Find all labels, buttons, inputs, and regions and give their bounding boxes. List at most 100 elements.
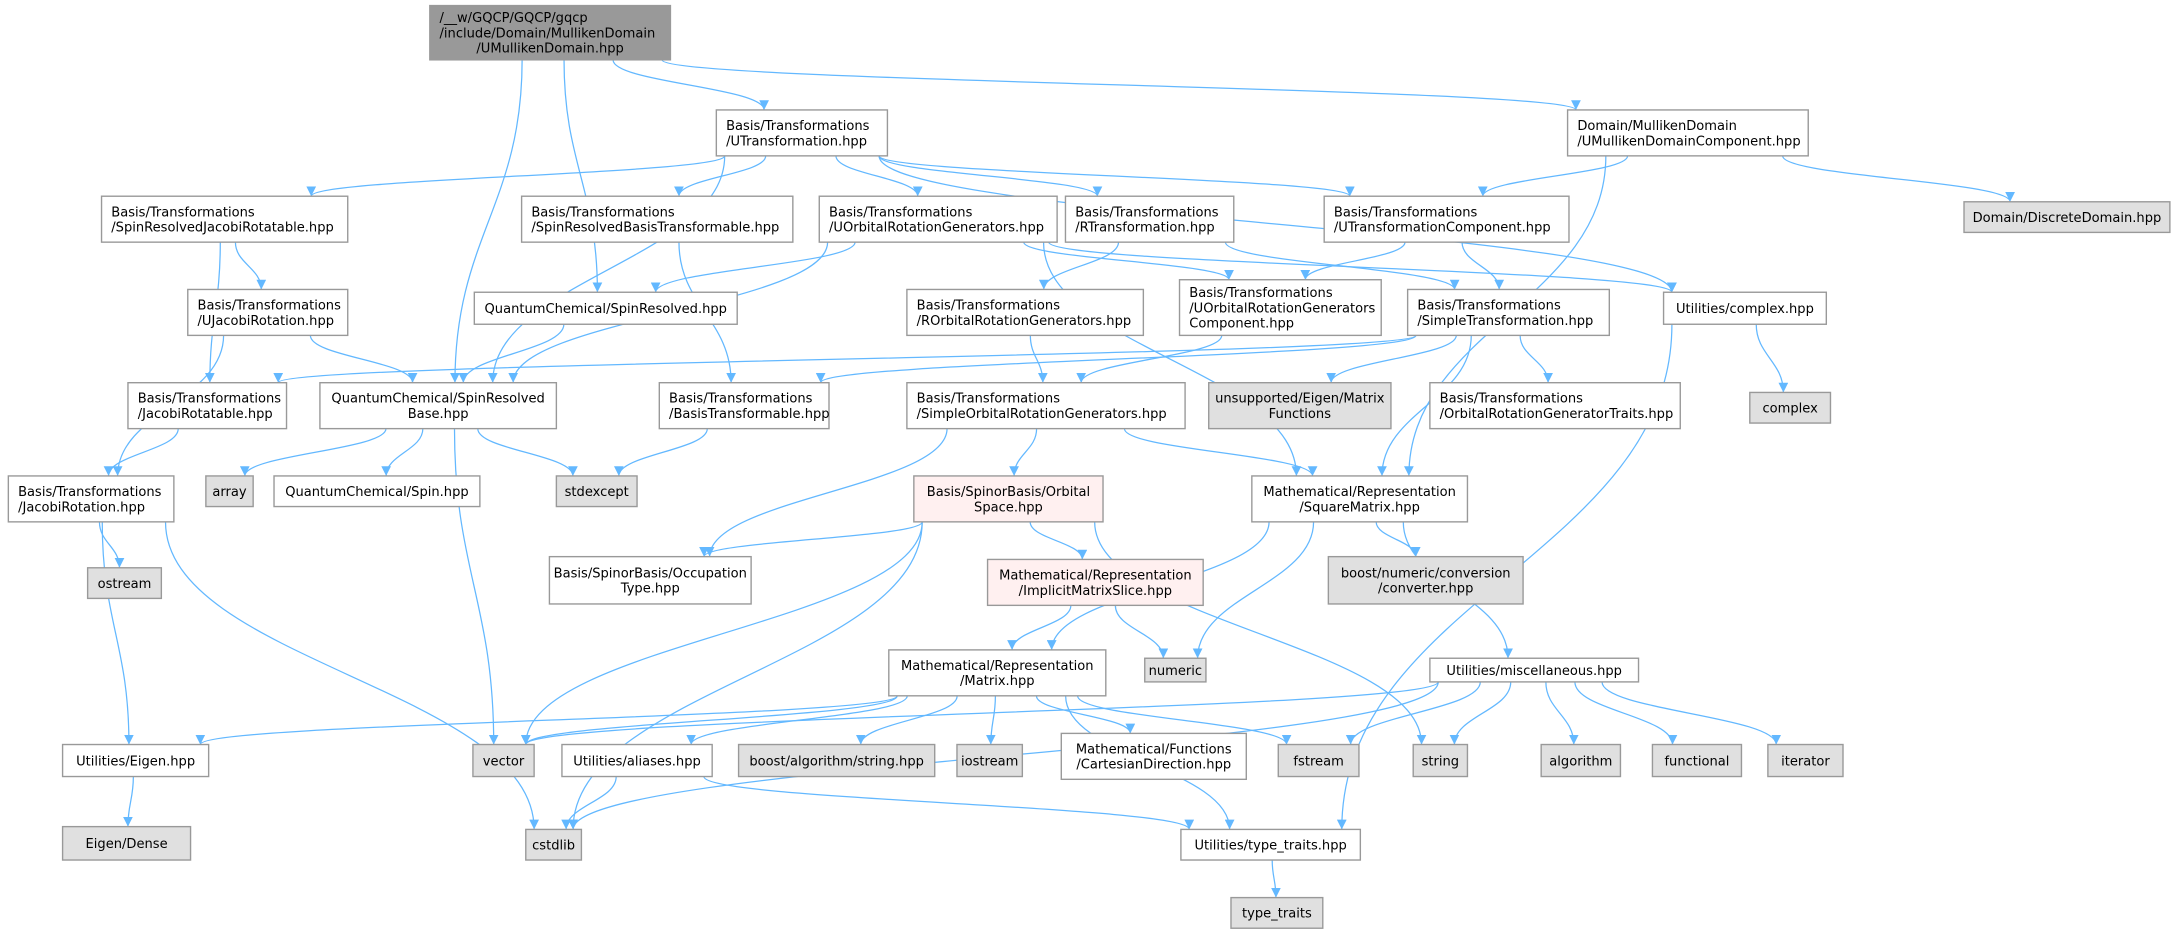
node-label-line: Utilities/miscellaneous.hpp <box>1446 664 1622 679</box>
node-sorg[interactable]: Basis/Transformations/SimpleOrbitalRotat… <box>906 382 1186 430</box>
node-typetraitshpp[interactable]: Utilities/type_traits.hpp <box>1180 828 1362 861</box>
node-rorg[interactable]: Basis/Transformations/ROrbitalRotationGe… <box>906 288 1145 337</box>
node-label-line: Domain/DiscreteDomain.hpp <box>1973 211 2162 226</box>
node-label-line: /CartesianDirection.hpp <box>1076 758 1231 773</box>
node-box <box>913 475 1104 523</box>
edge-utcomp-to-simpletrans <box>1461 242 1505 290</box>
node-box <box>1963 201 2171 234</box>
edge-simpletrans-to-unsupported <box>1326 335 1457 383</box>
edge-uorg-to-complexhpp <box>1048 241 1677 293</box>
node-label-line: Functions <box>1269 407 1332 422</box>
edge-umdcomp-to-discrete <box>1782 155 2015 203</box>
edge-misc-to-algorithm <box>1545 681 1579 745</box>
edge-simpletrans-to-square <box>1377 335 1472 476</box>
node-matrix[interactable]: Mathematical/Representation/Matrix.hpp <box>888 649 1107 697</box>
edge-rorg-to-sorg <box>1029 335 1048 383</box>
edge-misc-to-fstream <box>1345 681 1481 745</box>
node-box <box>1064 195 1235 243</box>
node-label-line: Mathematical/Functions <box>1076 742 1232 757</box>
edge-eigenhpp-to-eigendense <box>123 776 134 827</box>
node-boostalgo: boost/algorithm/string.hpp <box>737 743 936 778</box>
edge-complexhpp-to-complex <box>1755 324 1789 393</box>
node-label-line: vector <box>483 754 525 769</box>
edge-rtrans-to-simpletrans <box>1224 241 1460 290</box>
node-label-line: /__w/GQCP/GQCP/gqcp <box>440 11 588 26</box>
node-box <box>956 743 1024 778</box>
node-box <box>715 109 889 157</box>
node-ostream: ostream <box>86 567 163 600</box>
node-uorgcomp[interactable]: Basis/Transformations/UOrbitalRotationGe… <box>1178 279 1382 337</box>
node-box <box>1323 195 1570 243</box>
edge-root-to-spinres <box>563 59 603 293</box>
node-jacobirot[interactable]: Basis/Transformations/JacobiRotation.hpp <box>7 475 175 523</box>
node-box <box>1178 279 1382 337</box>
node-utcomp[interactable]: Basis/Transformations/UTransformationCom… <box>1323 195 1570 243</box>
edge-uorg-to-square <box>1042 242 1302 476</box>
edge-utrans-to-complexhpp <box>878 155 1677 293</box>
edge-utcomp-to-uorgcomp <box>1300 241 1406 280</box>
edge-square-to-numeric <box>1192 521 1315 659</box>
node-jacobirotatable[interactable]: Basis/Transformations/JacobiRotatable.hp… <box>127 382 288 430</box>
node-stdexcept: stdexcept <box>555 475 638 508</box>
node-box <box>555 475 638 508</box>
node-box <box>61 825 192 861</box>
node-label-line: numeric <box>1149 664 1203 679</box>
node-aliases[interactable]: Utilities/aliases.hpp <box>561 743 713 778</box>
node-uorg[interactable]: Basis/Transformations/UOrbitalRotationGe… <box>818 195 1058 243</box>
node-label-line: /UMullikenDomain.hpp <box>476 42 623 57</box>
node-label-line: ostream <box>98 577 152 592</box>
node-box <box>1060 732 1247 781</box>
edge-rtrans-to-rorg <box>1038 242 1120 290</box>
node-srjr[interactable]: Basis/Transformations/SpinResolvedJacobi… <box>100 195 349 243</box>
node-cartesian[interactable]: Mathematical/Functions/CartesianDirectio… <box>1060 732 1247 781</box>
edge-misc-to-functional <box>1574 681 1678 745</box>
node-label-line: Domain/MullikenDomain <box>1577 119 1737 134</box>
edge-matrix-to-iostream <box>985 695 997 745</box>
node-implicit[interactable]: Mathematical/Representation/ImplicitMatr… <box>986 558 1204 607</box>
edge-matrix-to-boostalgo <box>855 695 958 745</box>
node-rtrans[interactable]: Basis/Transformations/RTransformation.hp… <box>1064 195 1235 243</box>
edge-orbspace-to-implicit <box>1029 521 1088 560</box>
node-ujacobi[interactable]: Basis/Transformations/UJacobiRotation.hp… <box>187 288 349 337</box>
node-complexhpp[interactable]: Utilities/complex.hpp <box>1662 291 1828 325</box>
node-box <box>429 4 672 61</box>
node-box <box>1208 382 1392 430</box>
node-string: string <box>1412 743 1469 778</box>
node-label-line: fstream <box>1293 754 1343 769</box>
node-label-line: /UOrbitalRotationGenerators.hpp <box>829 221 1044 236</box>
edge-simpletrans-to-basistrans <box>816 334 1417 384</box>
node-label-line: Eigen/Dense <box>86 837 168 852</box>
edge-uorg-to-spinres <box>650 241 856 293</box>
node-vector: vector <box>472 743 535 778</box>
node-label-line: functional <box>1664 754 1729 769</box>
edge-uorg-to-uorgcomp <box>1023 241 1234 281</box>
node-label-line: /UTransformationComponent.hpp <box>1334 221 1551 236</box>
node-srbt[interactable]: Basis/Transformations/SpinResolvedBasisT… <box>520 195 794 243</box>
node-discrete: Domain/DiscreteDomain.hpp <box>1963 201 2171 234</box>
node-label-line: Utilities/aliases.hpp <box>573 754 700 769</box>
node-label-line: Mathematical/Representation <box>901 659 1094 674</box>
node-label-line: boost/numeric/conversion <box>1341 566 1511 581</box>
node-box <box>658 382 830 430</box>
node-simpletrans[interactable]: Basis/Transformations/SimpleTransformati… <box>1406 288 1611 337</box>
node-label-line: Basis/Transformations <box>726 119 870 134</box>
node-orgtraits[interactable]: Basis/Transformations/OrbitalRotationGen… <box>1429 382 1681 430</box>
edge-matrix-to-vector <box>521 695 898 746</box>
node-box <box>86 567 163 600</box>
node-spinres[interactable]: QuantumChemical/SpinResolved.hpp <box>473 291 738 325</box>
node-eigenhpp[interactable]: Utilities/Eigen.hpp <box>61 743 210 778</box>
node-utrans[interactable]: Basis/Transformations/UTransformation.hp… <box>715 109 889 157</box>
node-square[interactable]: Mathematical/Representation/SquareMatrix… <box>1251 475 1469 523</box>
node-spin[interactable]: QuantumChemical/Spin.hpp <box>273 475 481 508</box>
node-basistrans[interactable]: Basis/Transformations/BasisTransformable… <box>658 382 830 430</box>
node-box <box>100 195 349 243</box>
node-umdcomp[interactable]: Domain/MullikenDomain/UMullikenDomainCom… <box>1566 109 1809 157</box>
edge-square-to-boostconv <box>1375 521 1421 557</box>
node-misc[interactable]: Utilities/miscellaneous.hpp <box>1429 657 1640 683</box>
node-root[interactable]: /__w/GQCP/GQCP/gqcp/include/Domain/Mulli… <box>429 4 672 61</box>
node-box <box>1412 743 1469 778</box>
edge-basistrans-to-stdexcept <box>614 428 708 477</box>
